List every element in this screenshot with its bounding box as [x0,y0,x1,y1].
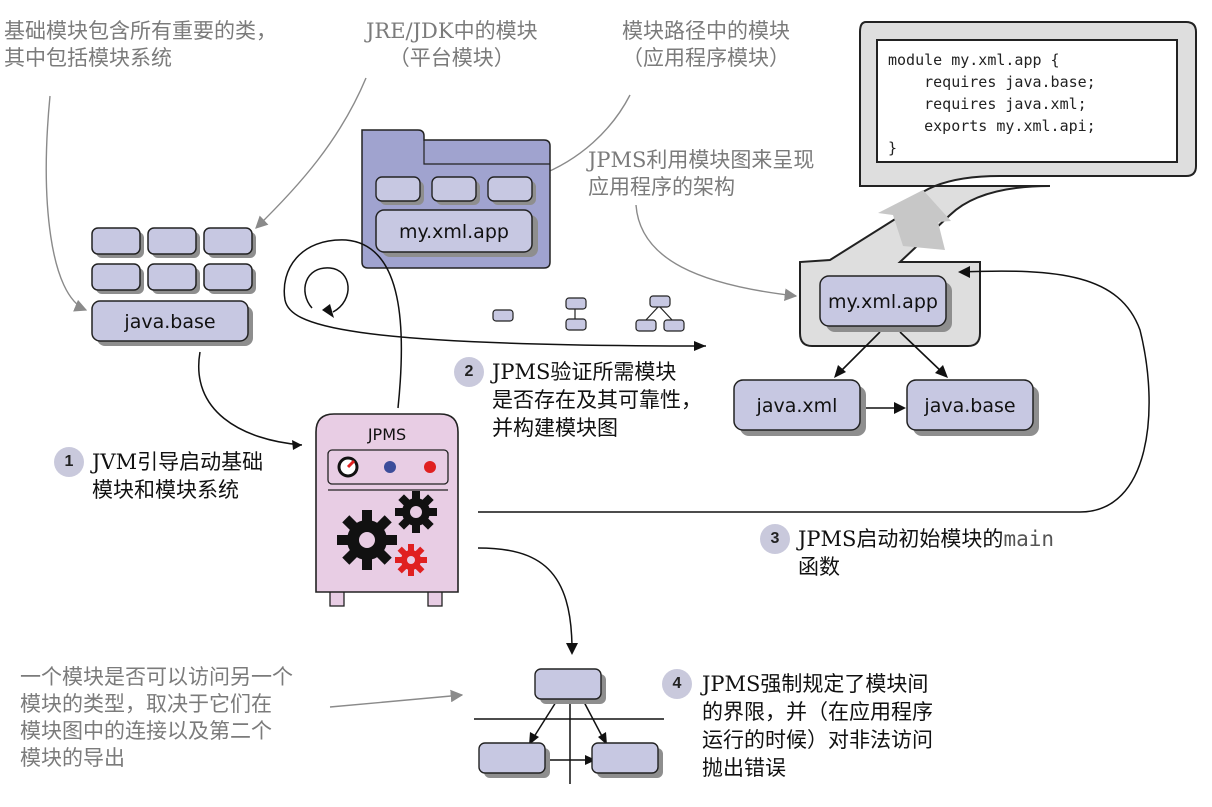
note-app-modules: 模块路径中的模块 （应用程序模块） [622,19,790,70]
pointer-platform-note [255,77,367,229]
platform-module-grid [91,227,256,294]
pointer-access-note [329,689,464,708]
gear-cluster-icon [337,491,437,576]
java-base-left-label: java.base [123,311,215,333]
module-graph: my.xml.app java.xml java.base [733,275,1039,436]
graph-base-label: java.base [923,395,1015,417]
note-platform-modules: JRE/JDK中的模块 （平台模块） [366,19,538,70]
step-3-badge: 3 [760,524,790,554]
note-access: 一个模块是否可以访问另一个 模块的类型，取决于它们在 模块图中的连接以及第二个 … [20,665,293,770]
pointer-app-note [536,94,631,178]
step-1-badge: 1 [54,447,84,477]
code-line: exports my.xml.api; [888,117,1096,135]
self-loop-icon [304,267,349,313]
note-module-graph: JPMS利用模块图来呈现 应用程序的架构 [588,148,815,199]
app-module-folder: my.xml.app [361,129,551,269]
arrow-base-to-jpms [198,351,303,446]
code-line: } [888,139,898,157]
graph-app-label: my.xml.app [828,291,938,313]
app-folder-label: my.xml.app [399,221,509,243]
java-base-module-left: java.base [91,300,253,346]
module-info-code: module my.xml.app { requires java.base; … [876,39,1178,163]
boundary-graph [474,668,664,784]
pointer-base-note [45,95,88,312]
loop-arrow-jpms [283,239,707,409]
step-1-text: JVM引导启动基础 模块和模块系统 [92,450,264,502]
code-line: module my.xml.app { [888,51,1060,69]
step-2-text: JPMS验证所需模块 是否存在及其可靠性， 并构建模块图 [492,360,702,440]
code-line: requires java.xml; [888,95,1087,113]
step-2-badge: 2 [454,357,484,387]
callout-up-arrow [878,190,951,250]
step-4-badge: 4 [662,669,692,699]
code-line: requires java.base; [888,73,1096,91]
arrow-jpms-to-boundary [477,547,573,651]
note-base-module: 基础模块包含所有重要的类， 其中包括模块系统 [4,19,277,70]
step-3-text: JPMS启动初始模块的main 函数 [798,527,1055,579]
step-4-text: JPMS强制规定了模块间 的界限，并（在应用程序 运行的时候）对非法访问 抛出错… [702,672,933,780]
jpms-label: JPMS [367,425,406,444]
graph-build-icons [492,295,685,332]
arrow-jpms-to-main [478,270,1150,513]
pointer-graph-note [635,204,798,301]
graph-xml-label: java.xml [756,395,838,417]
